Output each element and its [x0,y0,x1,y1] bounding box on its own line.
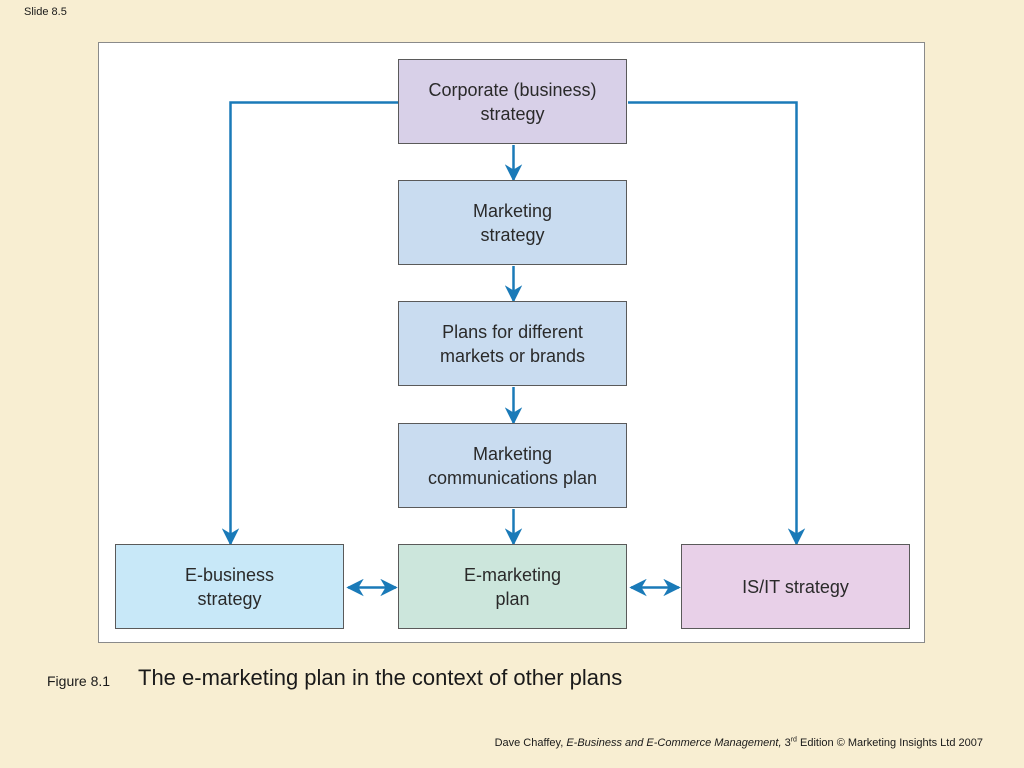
footer-author: Dave Chaffey, [494,737,567,749]
footer-rest: Edition © Marketing Insights Ltd 2007 [796,737,983,749]
diagram-frame: Corporate (business) strategy Marketing … [98,42,925,643]
footer-edition-number: 3 [781,737,791,749]
plans-label: Plans for different markets or brands [439,321,586,366]
marketing-communications-box: Marketing communications plan [398,423,627,508]
figure-title: The e-marketing plan in the context of o… [138,665,623,690]
connector-layer [221,101,806,597]
footer-book-title: E-Business and E-Commerce Management, [566,737,782,749]
corporate-strategy-box: Corporate (business) strategy [398,59,627,144]
arrow-corporate-to-e-business [221,101,399,546]
e-business-strategy-box: E-business strategy [115,544,344,629]
footer-edition-suffix: rd [790,736,797,744]
is-it-strategy-box: IS/IT strategy [681,544,910,629]
slide-number: Slide 8.5 [24,6,67,18]
is-it-strategy-label: IS/IT strategy [742,576,849,597]
marketing-strategy-label: Marketing strategy [472,200,553,245]
marketing-communications-label: Marketing communications plan [427,443,598,488]
footer-citation: Dave Chaffey, E-Business and E-Commerce … [494,736,983,749]
e-business-strategy-label: E-business strategy [184,564,275,609]
marketing-strategy-box: Marketing strategy [398,180,627,265]
e-marketing-plan-box: E-marketing plan [398,544,627,629]
plans-box: Plans for different markets or brands [398,301,627,386]
arrow-corporate-to-is-it [628,101,806,546]
corporate-strategy-label: Corporate (business) strategy [428,79,597,124]
e-marketing-plan-label: E-marketing plan [463,564,562,609]
figure-label: Figure 8.1 [47,673,111,689]
